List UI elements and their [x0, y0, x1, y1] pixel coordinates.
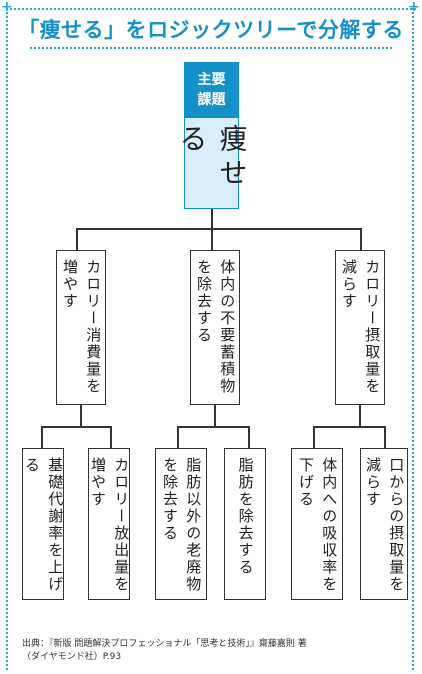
connector: [177, 426, 179, 448]
connector: [384, 426, 386, 448]
level2-node: カロリー放出量を増やす: [88, 448, 130, 600]
connector: [313, 426, 315, 448]
root-node: 主要 課題 痩せる: [176, 62, 249, 209]
level2-label: 体内への吸収率を下げる: [297, 457, 339, 593]
level2-label: カロリー放出量を増やす: [89, 457, 131, 593]
connector: [248, 426, 250, 448]
connector: [76, 228, 78, 250]
connector: [313, 426, 385, 428]
level1-label: カロリー摂取量を減らす: [340, 259, 382, 395]
root-tag-line2: 課題: [197, 92, 226, 108]
level2-node: 基礎代謝率を上げる: [22, 448, 64, 600]
root-tag: 主要 課題: [185, 63, 238, 118]
level2-label: 口からの摂取量を減らす: [364, 457, 406, 593]
source-line2: （ダイヤモンド社）P.93: [22, 652, 122, 662]
connector: [76, 228, 360, 230]
frame-top-border: [6, 8, 416, 10]
level2-label: 脂肪以外の老廃物を除去する: [161, 457, 203, 593]
diagram-title: 「痩せる」をロジックツリーで分解する: [18, 18, 404, 42]
level1-node: カロリー消費量を増やす: [56, 250, 106, 405]
connector: [214, 405, 216, 427]
source-citation: 出典：『新版 問題解決プロフェッショナル「思考と技術」』齋藤嘉則 著 （ダイヤモ…: [22, 638, 307, 664]
connector: [360, 228, 362, 250]
connector: [211, 228, 213, 250]
connector: [41, 426, 43, 448]
level2-node: 体内への吸収率を下げる: [291, 448, 343, 600]
title-divider: [30, 47, 392, 49]
connector: [359, 405, 361, 427]
corner-plus-icon: +: [1, 0, 13, 15]
level1-node: カロリー摂取量を減らす: [335, 250, 385, 405]
connector: [177, 426, 249, 428]
corner-plus-icon: +: [408, 0, 420, 15]
connector: [41, 426, 111, 428]
root-body: 痩せる: [176, 118, 249, 208]
connector: [80, 405, 82, 427]
level2-node: 脂肪を除去する: [224, 448, 266, 600]
root-label: 痩せる: [175, 124, 249, 192]
level2-label: 脂肪を除去する: [236, 457, 255, 576]
connector: [211, 209, 213, 229]
level1-label: カロリー消費量を増やす: [61, 259, 103, 395]
level1-node: 体内の不要蓄積物を除去する: [190, 250, 240, 405]
level2-node: 口からの摂取量を減らす: [360, 448, 408, 600]
level2-label: 基礎代謝率を上げる: [23, 457, 65, 593]
source-line1: 出典：『新版 問題解決プロフェッショナル「思考と技術」』齋藤嘉則 著: [22, 639, 307, 649]
connector: [110, 426, 112, 448]
root-tag-line1: 主要: [197, 72, 226, 88]
dotted-frame: [6, 8, 414, 670]
level2-node: 脂肪以外の老廃物を除去する: [155, 448, 207, 600]
level1-label: 体内の不要蓄積物を除去する: [195, 259, 237, 395]
